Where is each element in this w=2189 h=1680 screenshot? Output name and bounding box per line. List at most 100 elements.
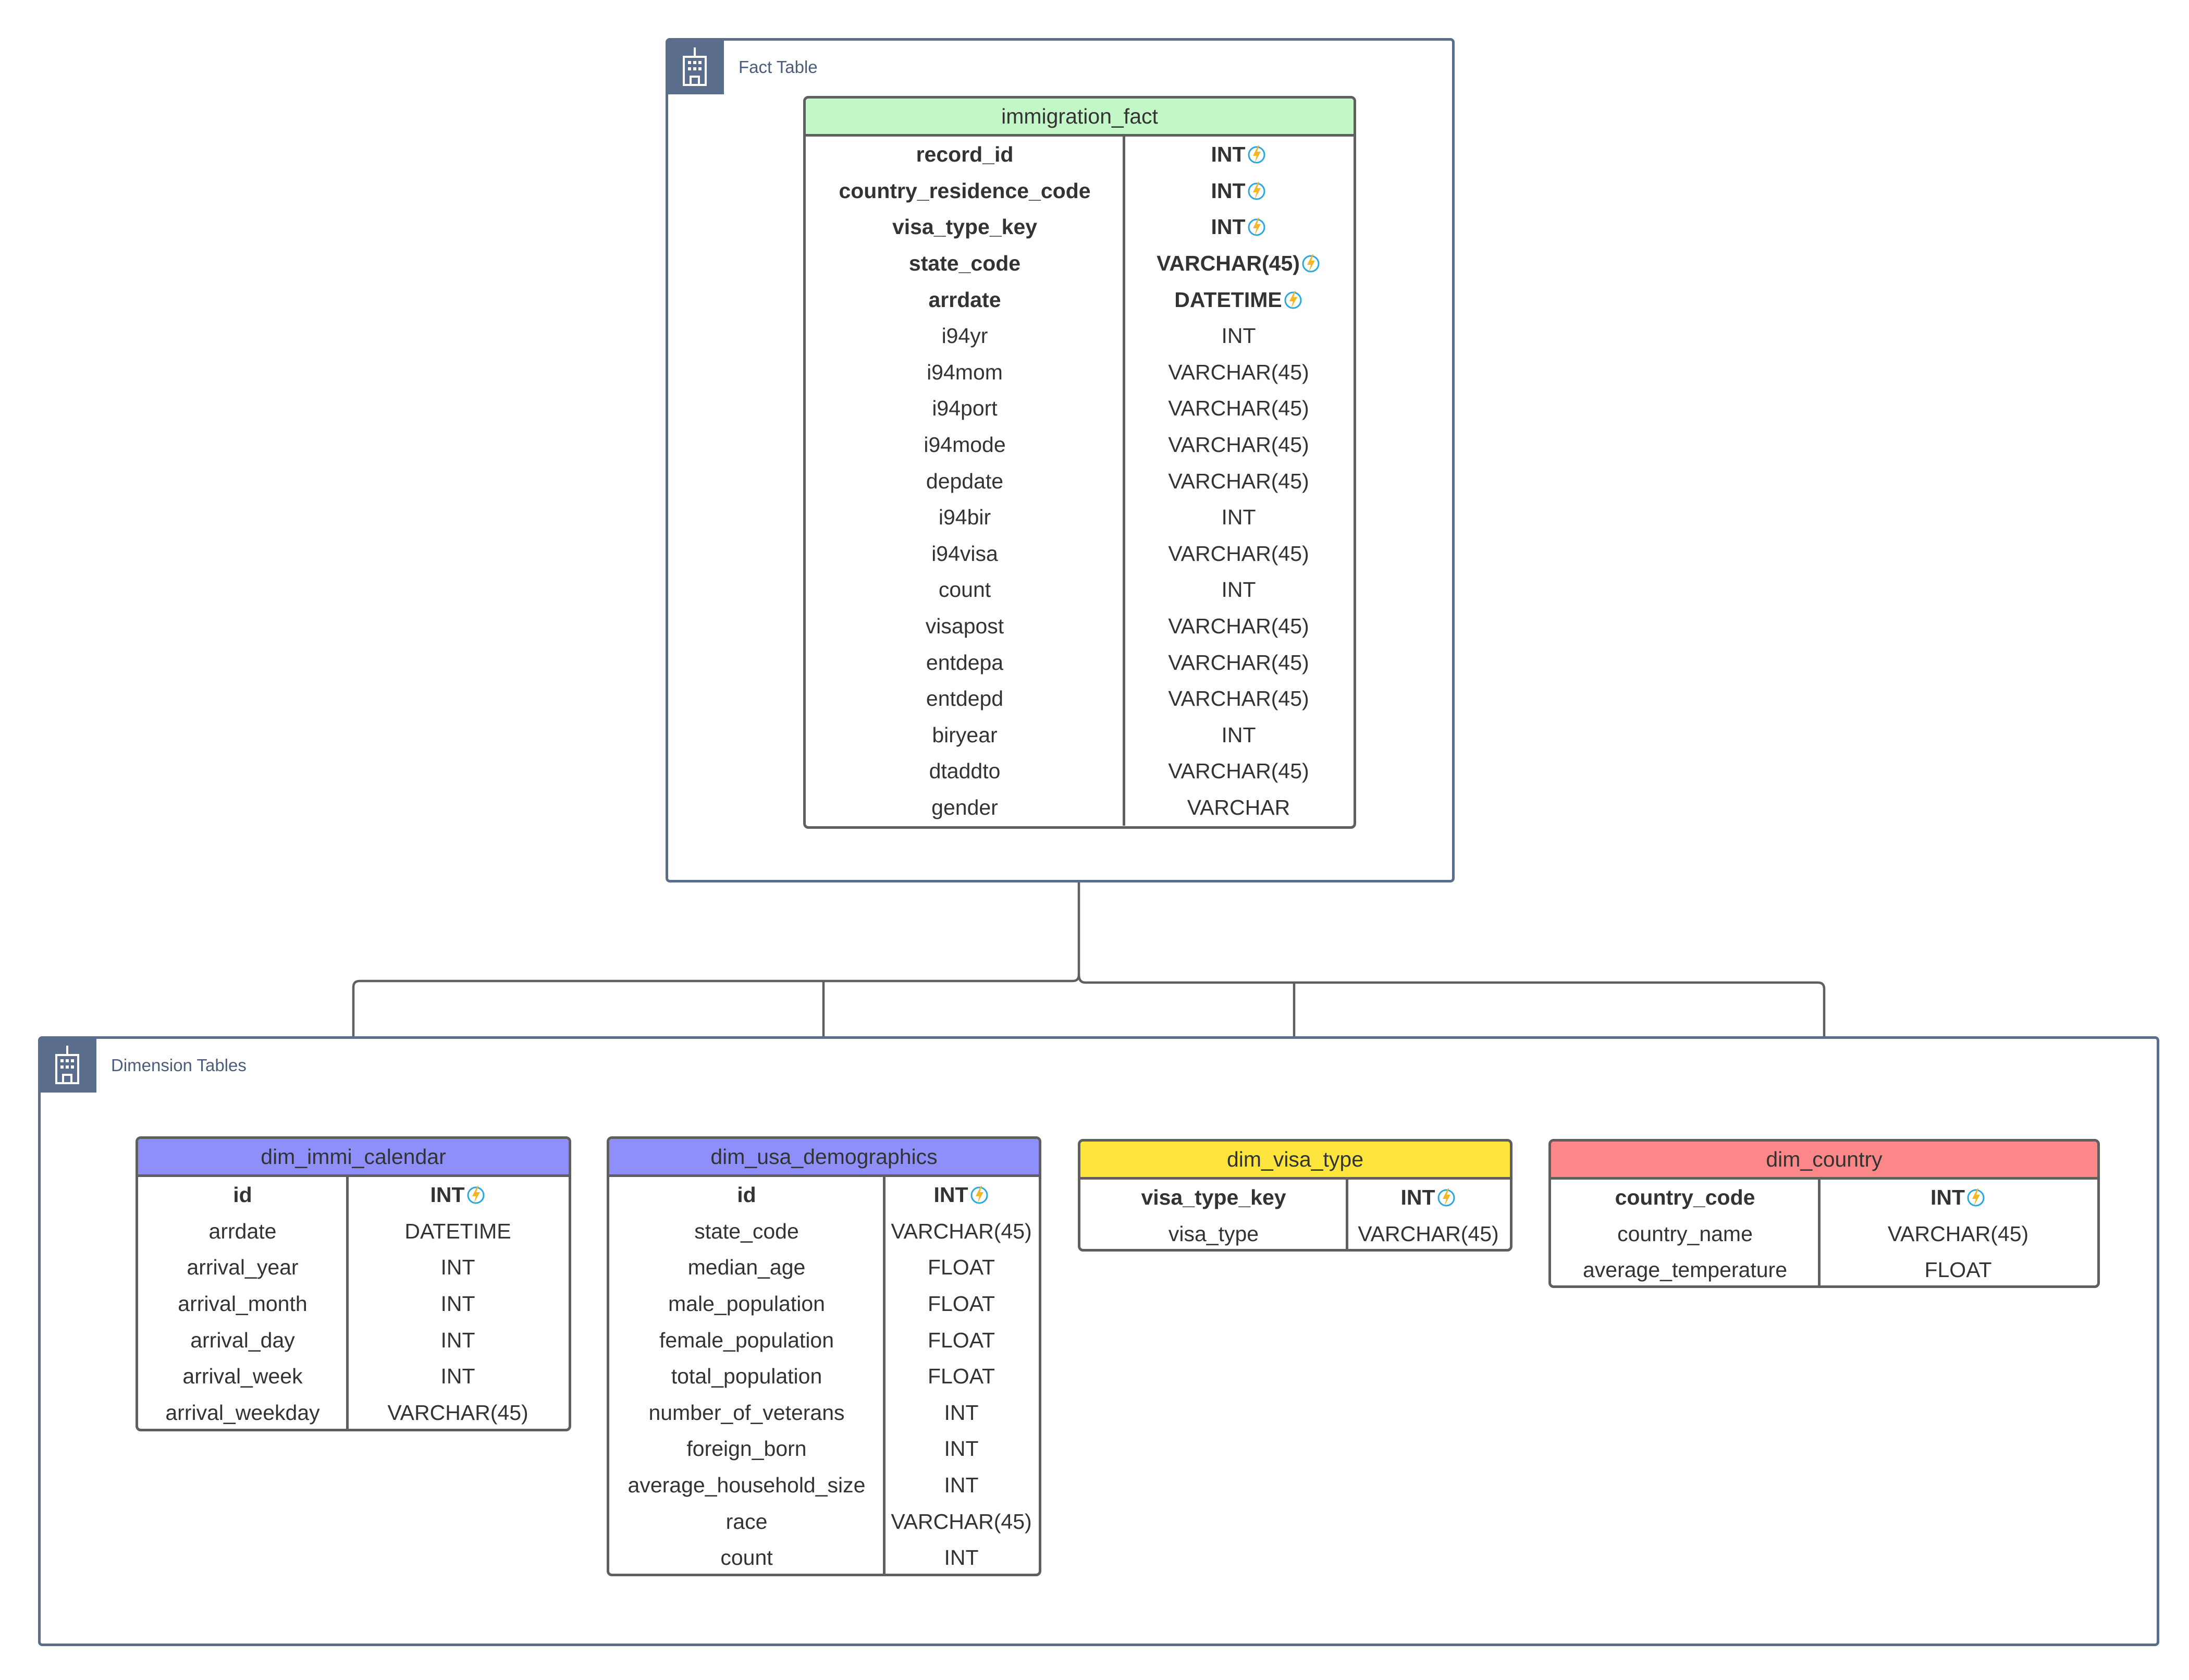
column-type-label: INT (1221, 722, 1256, 747)
column-type-label: VARCHAR(45) (891, 1219, 1032, 1243)
column-type-label: FLOAT (927, 1255, 995, 1280)
column-type: INT (1819, 1185, 2097, 1210)
column-name: visa_type_key (1141, 1185, 1286, 1210)
table-row[interactable]: state_code VARCHAR(45) (806, 246, 1354, 282)
column-name: id (233, 1183, 252, 1207)
column-type-label: INT (440, 1255, 475, 1280)
column-name: visa_type_key (892, 215, 1038, 239)
column-type: INT (884, 1546, 1039, 1570)
column-name: state_code (908, 251, 1021, 276)
table-row[interactable]: arrival_year INT (138, 1249, 569, 1286)
dimension-tables-label: Dimension Tables (111, 1056, 247, 1075)
column-type: INT (347, 1292, 569, 1316)
column-divider (1346, 1180, 1348, 1249)
key-icon (1436, 1185, 1456, 1208)
column-type-label: INT (440, 1292, 475, 1316)
column-type: INT (1124, 505, 1354, 530)
column-type: INT (347, 1183, 569, 1207)
key-icon (1247, 215, 1266, 238)
column-name: arrival_month (178, 1292, 308, 1316)
column-type-label: FLOAT (927, 1364, 995, 1389)
column-type: INT (884, 1437, 1039, 1461)
table-row[interactable]: id INT (138, 1177, 569, 1213)
column-name: foreign_born (686, 1437, 807, 1461)
column-type: INT (1124, 578, 1354, 602)
column-name: total_population (671, 1364, 822, 1389)
table-row[interactable]: foreign_born INT (609, 1431, 1039, 1467)
table-row[interactable]: visa_type_key INT (1080, 1180, 1510, 1216)
column-name: arrival_year (187, 1255, 299, 1280)
column-type-label: INT (1211, 178, 1246, 203)
column-divider (883, 1177, 886, 1574)
column-type-label: VARCHAR(45) (1168, 433, 1309, 457)
column-name: entdepd (926, 686, 1004, 711)
column-type: VARCHAR(45) (1124, 614, 1354, 639)
column-type: VARCHAR(45) (1819, 1222, 2097, 1246)
column-type: VARCHAR(45) (1124, 469, 1354, 494)
column-type: INT (347, 1328, 569, 1353)
column-type-label: VARCHAR(45) (1168, 686, 1309, 711)
column-type: INT (1347, 1185, 1510, 1210)
column-type: INT (1124, 723, 1354, 747)
column-type: INT (1124, 142, 1354, 167)
column-type-label: INT (944, 1400, 979, 1425)
column-type-label: VARCHAR(45) (1157, 251, 1300, 276)
column-type: FLOAT (1819, 1258, 2097, 1282)
column-type: VARCHAR(45) (1124, 360, 1354, 385)
table-row[interactable]: entdepd VARCHAR(45) (806, 681, 1354, 717)
table-title: dim_usa_demographics (609, 1139, 1039, 1177)
column-name: visa_type (1168, 1221, 1259, 1246)
column-type-label: INT (430, 1183, 465, 1207)
column-name: dtaddto (929, 759, 1001, 783)
column-type: VARCHAR(45) (1124, 651, 1354, 675)
table-title: dim_country (1551, 1142, 2097, 1180)
table-row[interactable]: total_population FLOAT (609, 1358, 1039, 1395)
table-title: dim_visa_type (1080, 1142, 1510, 1180)
column-type: VARCHAR(45) (1124, 433, 1354, 457)
column-type: VARCHAR (1124, 795, 1354, 820)
table-row[interactable]: arrival_month INT (138, 1286, 569, 1322)
column-type-label: VARCHAR(45) (387, 1400, 528, 1425)
column-divider (346, 1177, 349, 1429)
